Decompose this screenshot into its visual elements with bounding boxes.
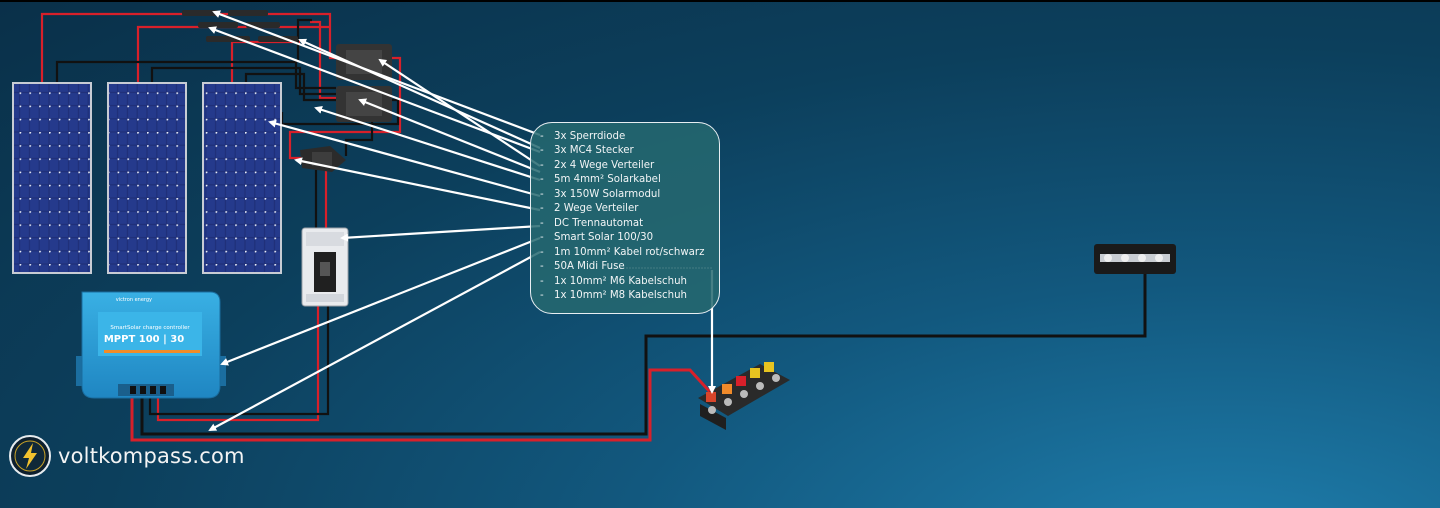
busbar [1094, 244, 1176, 274]
fuse-block [698, 362, 790, 430]
legend-item: -3x Sperrdiode [540, 131, 626, 142]
wiring-harness [40, 12, 1147, 442]
controller-brand: victron energy [116, 297, 152, 303]
legend-item-label: 5m 4mm² Solarkabel [554, 174, 661, 186]
legend-item: -1x 10mm² M6 Kabelschuh [540, 275, 687, 287]
legend-item: -2x 4 Wege Verteiler [540, 159, 655, 171]
legend-item-label: 1x 10mm² M6 Kabelschuh [554, 275, 687, 287]
legend-item: -DC Trennautomat [540, 217, 644, 229]
mppt-controller: victron energy SmartSolar charge control… [76, 291, 226, 399]
legend-item: -50A Midi Fuse [540, 261, 625, 273]
solar-panel [202, 82, 282, 274]
legend-item-label: 1m 10mm² Kabel rot/schwarz [554, 246, 705, 258]
brand-watermark: voltkompass.com [8, 434, 245, 478]
solar-panel [107, 82, 187, 274]
legend-item-label: 3x MC4 Stecker [554, 145, 634, 157]
legend-item: -3x 150W Solarmodul [540, 188, 661, 200]
legend-item-label: 1x 10mm² M8 Kabelschuh [554, 289, 687, 301]
legend-item-label: 2 Wege Verteiler [554, 203, 639, 215]
legend-item-label: 3x Sperrdiode [554, 131, 626, 142]
two-way-splitter [300, 146, 346, 172]
dc-breaker [301, 227, 349, 307]
lightning-bolt-icon [9, 435, 51, 477]
controller-model: MPPT 100 | 30 [104, 334, 184, 345]
parts-legend: -3x Sperrdiode -3x MC4 Stecker -2x 4 Weg… [530, 122, 720, 314]
legend-item: -2 Wege Verteiler [540, 203, 639, 215]
legend-item-label: 3x 150W Solarmodul [554, 188, 661, 200]
legend-item-label: 50A Midi Fuse [554, 261, 625, 273]
legend-item: -Smart Solar 100/30 [540, 232, 654, 244]
legend-item: -3x MC4 Stecker [540, 145, 634, 157]
legend-item: -1x 10mm² M8 Kabelschuh [540, 289, 687, 301]
legend-item: -5m 4mm² Solarkabel [540, 174, 661, 186]
solar-panel [12, 82, 92, 274]
legend-item-label: 2x 4 Wege Verteiler [554, 159, 655, 171]
legend-item: -1m 10mm² Kabel rot/schwarz [540, 246, 705, 258]
controller-title: SmartSolar charge controller [110, 325, 190, 331]
legend-item-label: DC Trennautomat [554, 217, 644, 229]
legend-item-label: Smart Solar 100/30 [554, 232, 654, 244]
site-name: voltkompass.com [58, 444, 245, 468]
mc4-connectors [182, 10, 298, 42]
